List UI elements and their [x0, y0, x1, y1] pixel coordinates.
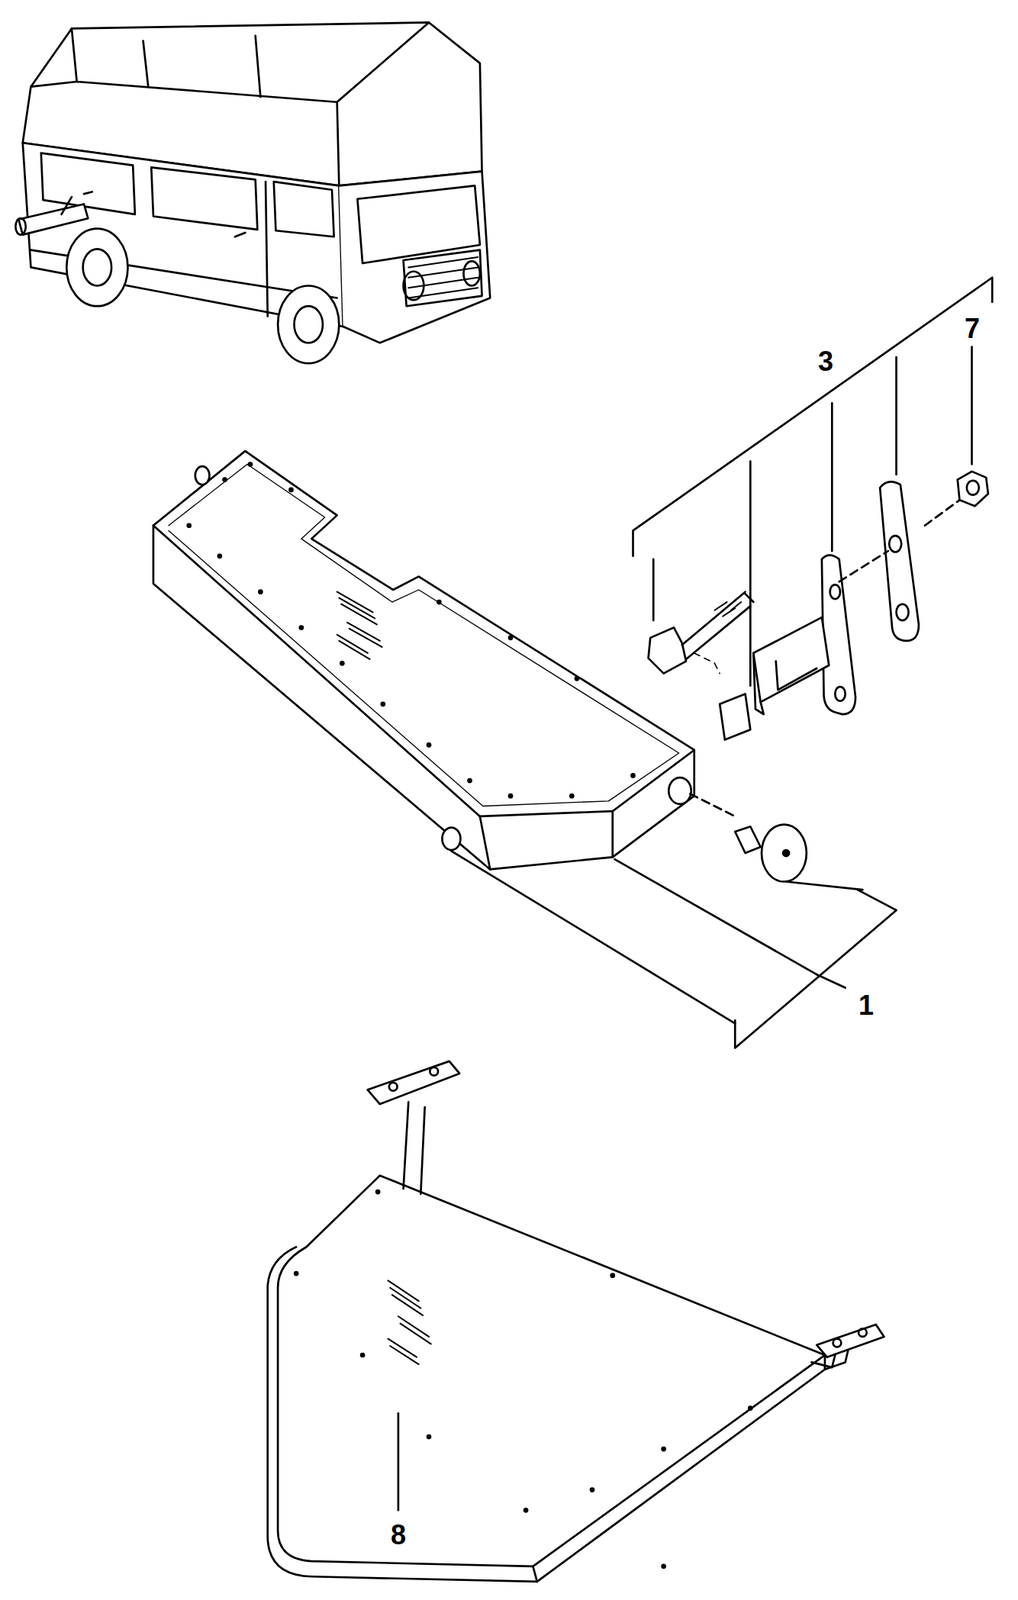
- lock-parts-illustration: [632, 277, 993, 741]
- van-illustration: [15, 22, 490, 364]
- tank-illustration: [153, 451, 897, 1048]
- callout-number: 7: [963, 315, 982, 343]
- callout-number: 3: [816, 347, 835, 376]
- tray-illustration: [267, 1061, 885, 1582]
- callout-number: 1: [856, 992, 876, 1020]
- callout-number: 8: [389, 1521, 408, 1550]
